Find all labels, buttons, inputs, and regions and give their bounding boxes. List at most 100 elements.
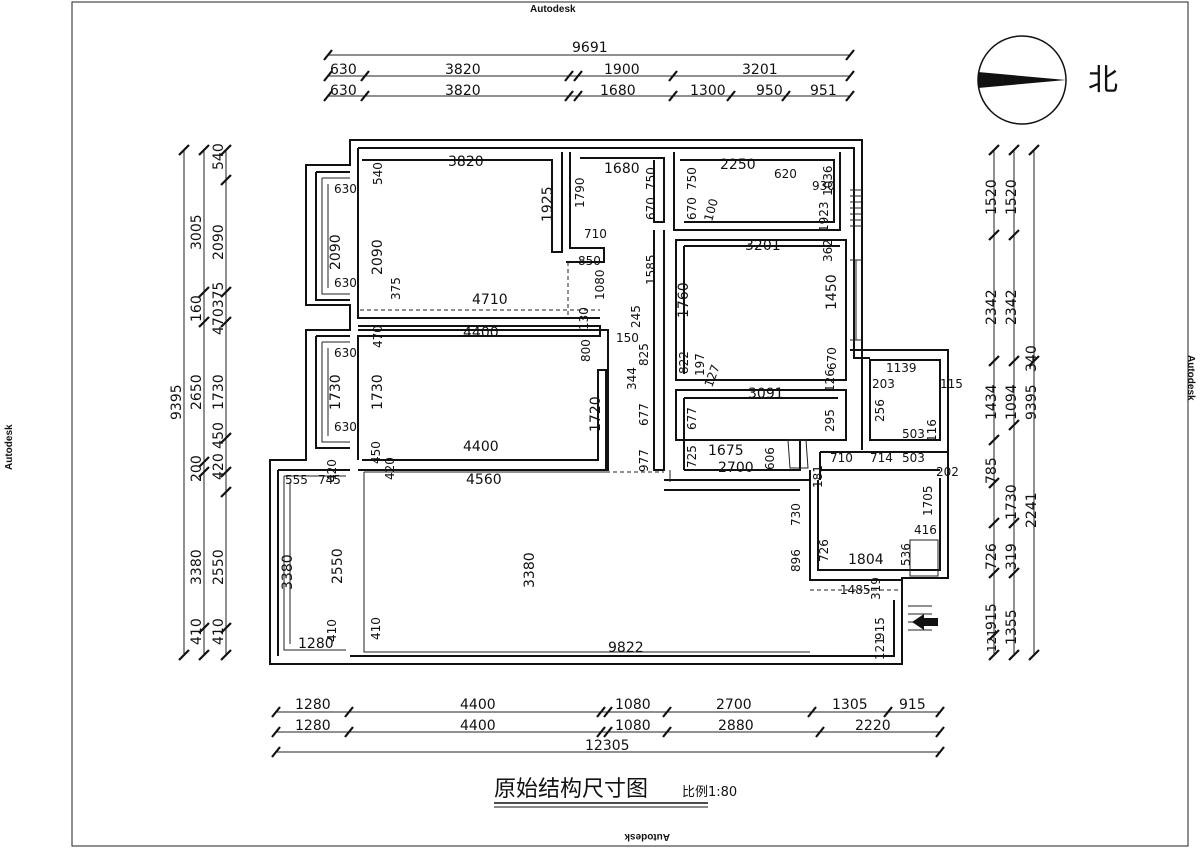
right-dim: 2241 xyxy=(1024,492,1040,528)
dim-label: 620 xyxy=(774,167,797,181)
dim-label: 203 xyxy=(872,377,895,391)
dim-label: 410 xyxy=(369,617,383,640)
dim-label: 677 xyxy=(685,407,699,430)
dim-label: 1450 xyxy=(824,274,840,310)
dim-label: 420 xyxy=(383,457,397,480)
dim-label: 725 xyxy=(685,445,699,468)
left-dim: 2650 xyxy=(189,374,205,410)
scale-label: 比例1:80 xyxy=(682,785,737,800)
right-dim: 1355 xyxy=(1004,609,1020,645)
dim-label: 677 xyxy=(637,403,651,426)
dim-label: 630 xyxy=(334,420,357,434)
top-dimension-chain: 9691 630 3820 1900 3201 630 3820 1680 13… xyxy=(323,40,855,102)
dim-label: 4400 xyxy=(463,439,499,455)
dim-label: 730 xyxy=(789,503,803,526)
dim-label: 344 xyxy=(625,367,639,390)
dim-label: 362 xyxy=(821,239,835,262)
dim-label: 1790 xyxy=(573,177,587,208)
right-dim: 1434 xyxy=(984,384,1000,420)
watermark-right: Autodesk xyxy=(1185,355,1196,401)
dim-label: 416 xyxy=(914,523,937,537)
dim-label: 420 xyxy=(325,459,339,482)
bottom-dim: 2880 xyxy=(718,718,754,734)
dim-label: 2090 xyxy=(370,239,386,275)
left-dim: 410 xyxy=(211,618,227,645)
dim-label: 915 xyxy=(873,617,887,640)
dim-label: 670 xyxy=(685,197,699,220)
dim-label: 822 xyxy=(677,351,691,374)
dim-label: 540 xyxy=(371,162,385,185)
top-dim: 630 xyxy=(330,83,357,99)
left-dim: 540 xyxy=(211,143,227,170)
right-dim: 1730 xyxy=(1004,484,1020,520)
dim-label: 410 xyxy=(325,619,339,642)
top-dim: 3820 xyxy=(445,83,481,99)
dim-label: 670 xyxy=(825,347,839,370)
dim-label: 3380 xyxy=(280,554,296,590)
bottom-dim: 915 xyxy=(899,697,926,713)
dim-label: 1680 xyxy=(604,161,640,177)
bottom-dim: 2700 xyxy=(716,697,752,713)
right-dim: 340 xyxy=(1024,345,1040,372)
left-dim: 2550 xyxy=(211,549,227,585)
dim-label: 1705 xyxy=(921,485,935,516)
bottom-dim: 1280 xyxy=(295,697,331,713)
drawing-frame xyxy=(71,1,1189,847)
dim-label: 1720 xyxy=(588,396,604,432)
right-dim: 1094 xyxy=(1004,384,1020,420)
dim-label: 630 xyxy=(334,346,357,360)
dim-label: 1925 xyxy=(540,186,556,222)
right-dim: 726 xyxy=(984,543,1000,570)
bottom-total-dim: 12305 xyxy=(585,738,630,754)
dim-label: 710 xyxy=(830,451,853,465)
watermark-bottom: Autodesk xyxy=(624,831,670,842)
dim-label: 714 xyxy=(870,451,893,465)
right-dim: 785 xyxy=(984,457,1000,484)
dim-label: 4710 xyxy=(472,292,508,308)
watermark-top: Autodesk xyxy=(530,4,576,15)
dim-label: 726 xyxy=(817,539,831,562)
dim-label: 1923 xyxy=(817,201,831,232)
right-dim: 9395 xyxy=(1024,384,1040,420)
bottom-dim: 4400 xyxy=(460,697,496,713)
top-dim: 1900 xyxy=(604,62,640,78)
top-dim: 630 xyxy=(330,62,357,78)
dim-label: 3201 xyxy=(745,238,781,254)
dim-label: 930 xyxy=(812,179,835,193)
dim-label: 503 xyxy=(902,427,925,441)
dim-label: 3091 xyxy=(748,386,784,402)
dim-label: 245 xyxy=(629,305,643,328)
dim-label: 1804 xyxy=(848,552,884,568)
dim-label: 977 xyxy=(637,449,651,472)
bottom-dim: 1080 xyxy=(615,697,651,713)
dim-label: 1036 xyxy=(821,165,835,196)
right-dim: 319 xyxy=(1004,543,1020,570)
left-dim: 3380 xyxy=(189,549,205,585)
top-dim: 950 xyxy=(756,83,783,99)
top-dim: 1300 xyxy=(690,83,726,99)
dim-label: 630 xyxy=(334,182,357,196)
right-dimension-chain: 1520 2342 1434 785 726 915 121 1520 2342… xyxy=(984,144,1040,661)
bottom-dim: 1305 xyxy=(832,697,868,713)
drawing-title: 原始结构尺寸图 xyxy=(494,777,648,802)
dim-label: 1760 xyxy=(676,282,692,318)
dim-label: 750 xyxy=(644,167,658,190)
dim-label: 202 xyxy=(936,465,959,479)
left-dim: 420 450 xyxy=(211,422,227,480)
dim-label: 630 xyxy=(334,276,357,290)
dim-label: 319 xyxy=(869,577,883,600)
left-dim: 470375 xyxy=(211,282,227,335)
dim-label: 1080 xyxy=(593,269,607,300)
dim-label: 2250 xyxy=(720,157,756,173)
dim-label: 295 xyxy=(823,409,837,432)
dim-label: 197 xyxy=(693,353,707,376)
dim-label: 850 xyxy=(578,254,601,268)
interior-dimensions: 3820 540 1925 2090 630 2090 630 375 4710… xyxy=(280,154,963,660)
left-dimension-chain: 9395 3005 160 2650 200 3380 410 540 2090… xyxy=(169,143,232,661)
dim-label: 2090 xyxy=(328,234,344,270)
dim-label: 825 xyxy=(637,343,651,366)
left-dim: 200 xyxy=(189,455,205,482)
dim-label: 116 xyxy=(925,419,939,442)
dim-label: 745 xyxy=(318,473,341,487)
left-dim: 410 xyxy=(189,618,205,645)
